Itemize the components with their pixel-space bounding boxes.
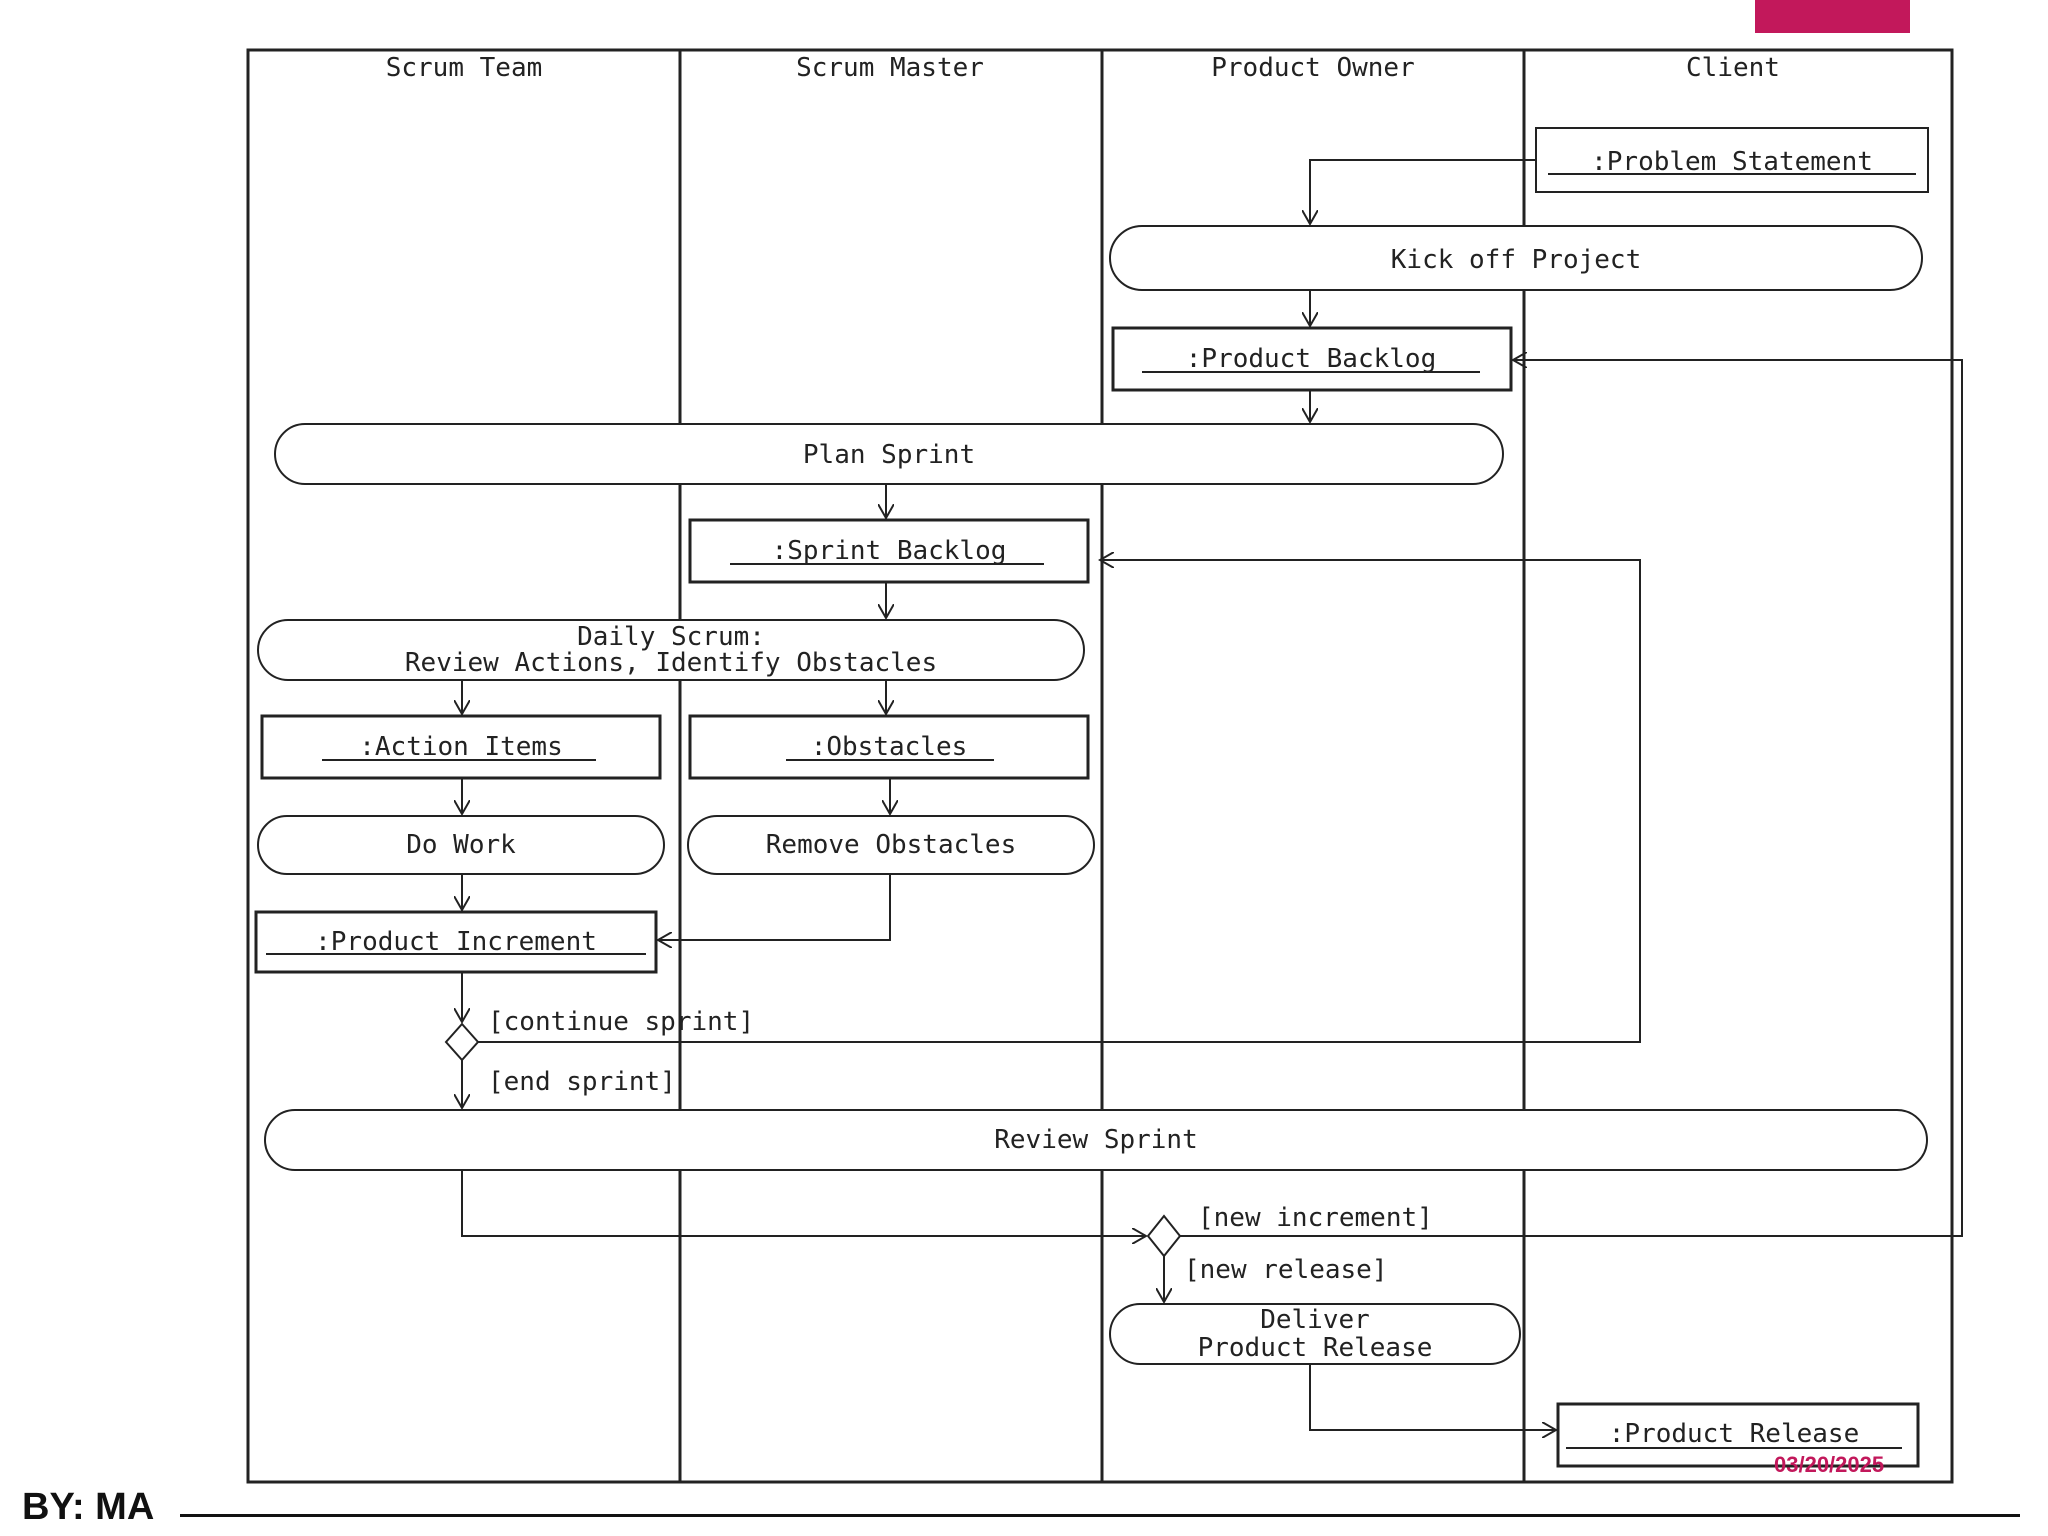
guard-end-sprint: [end sprint] — [488, 1067, 676, 1097]
plan-sprint-label: Plan Sprint — [803, 440, 975, 470]
remove-obstacles-label: Remove Obstacles — [766, 830, 1016, 860]
action-items-label: :Action Items — [359, 732, 563, 762]
daily-scrum-label-1: Daily Scrum: — [577, 622, 765, 652]
sprint-backlog-label: :Sprint Backlog — [772, 536, 1007, 566]
product-release-box — [1556, 1402, 1920, 1468]
sprint-backlog-box — [688, 518, 1090, 584]
release-decision-diamond — [1146, 1214, 1182, 1258]
deliver-label-1: Deliver — [1260, 1305, 1370, 1335]
product-increment-box — [254, 910, 658, 974]
accent-tab — [1755, 0, 1910, 33]
guard-new-increment: [new increment] — [1198, 1203, 1433, 1233]
flow-new-increment-loop — [1180, 360, 1963, 1237]
author-label: BY: MA — [22, 1486, 155, 1528]
deliver-label-2: Product Release — [1198, 1333, 1433, 1363]
review-sprint-activity — [264, 1109, 1928, 1171]
kick-off-project-activity — [1109, 225, 1923, 291]
flow-continue-sprint-loop — [478, 560, 1641, 1043]
sprint-decision-diamond — [444, 1022, 480, 1062]
product-increment-label: :Product Increment — [315, 927, 597, 957]
do-work-label: Do Work — [406, 830, 516, 860]
lane-header-scrum-team: Scrum Team — [386, 53, 543, 83]
deliver-product-release-activity — [1109, 1303, 1521, 1365]
product-backlog-label: :Product Backlog — [1186, 344, 1436, 374]
guard-continue-sprint: [continue sprint] — [488, 1007, 754, 1037]
problem-statement-label: :Problem Statement — [1591, 147, 1873, 177]
obstacles-label: :Obstacles — [811, 732, 968, 762]
product-backlog-box — [1111, 326, 1513, 392]
problem-statement-box — [1535, 127, 1929, 193]
footer-rule — [180, 1514, 2020, 1517]
lane-header-product-owner: Product Owner — [1211, 53, 1415, 83]
daily-scrum-label-2: Review Actions, Identify Obstacles — [405, 648, 937, 678]
flow-problem-to-kickoff — [1310, 159, 1536, 224]
review-sprint-label: Review Sprint — [994, 1125, 1198, 1155]
plan-sprint-activity — [274, 423, 1504, 485]
kick-off-project-label: Kick off Project — [1391, 245, 1641, 275]
guard-new-release: [new release] — [1184, 1255, 1388, 1285]
swimlane-frame — [246, 48, 1954, 1484]
lane-header-client: Client — [1686, 53, 1780, 83]
date-stamp: 03/20/2025 — [1774, 1452, 1885, 1477]
daily-scrum-activity — [257, 619, 1085, 681]
flow-review-to-release-decision — [461, 1170, 1146, 1236]
flow-deliver-to-product-release — [1309, 1364, 1556, 1430]
product-release-label: :Product Release — [1609, 1419, 1859, 1449]
lane-header-scrum-master: Scrum Master — [796, 53, 984, 83]
flow-remove-to-increment — [658, 874, 891, 940]
